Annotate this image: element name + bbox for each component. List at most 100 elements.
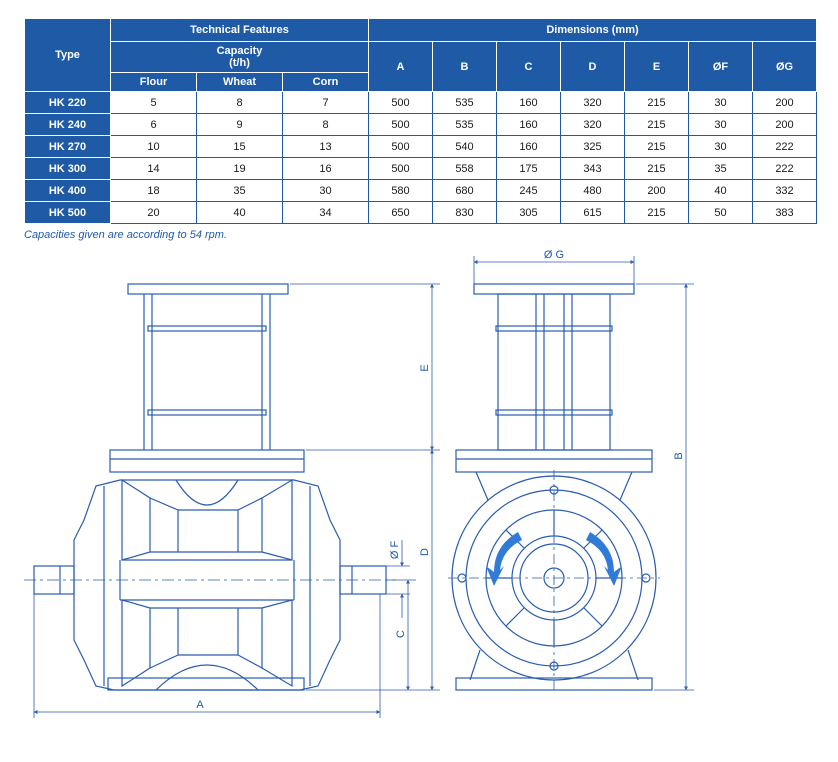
side-view xyxy=(448,283,660,691)
front-dimensions xyxy=(33,283,440,718)
dim-col-a: A xyxy=(368,41,433,92)
dim-label-g: Ø G xyxy=(544,249,564,261)
row-type-cell: HK 220 xyxy=(24,91,111,114)
capacity-col-corn: Corn xyxy=(282,72,369,92)
cell-g: 332 xyxy=(752,179,817,202)
cell-e: 215 xyxy=(624,157,689,180)
dim-col-c: C xyxy=(496,41,561,92)
dim-label-e: E xyxy=(419,364,431,371)
dim-col-b: B xyxy=(432,41,497,92)
cell-b: 558 xyxy=(432,157,497,180)
cell-corn: 8 xyxy=(282,113,369,136)
cell-e: 215 xyxy=(624,113,689,136)
cell-wheat: 9 xyxy=(196,113,283,136)
cell-c: 160 xyxy=(496,113,561,136)
cell-g: 222 xyxy=(752,157,817,180)
cell-e: 215 xyxy=(624,135,689,158)
cell-wheat: 40 xyxy=(196,201,283,224)
cell-a: 500 xyxy=(368,157,433,180)
cell-c: 160 xyxy=(496,91,561,114)
front-view xyxy=(24,283,396,691)
cell-g: 383 xyxy=(752,201,817,224)
cell-c: 160 xyxy=(496,135,561,158)
cell-e: 215 xyxy=(624,91,689,114)
cell-f: 30 xyxy=(688,113,753,136)
dimensions-header: Dimensions (mm) xyxy=(368,18,817,42)
row-type-cell: HK 270 xyxy=(24,135,111,158)
cell-wheat: 15 xyxy=(196,135,283,158)
cell-flour: 10 xyxy=(110,135,197,158)
dim-label-d: D xyxy=(419,548,431,556)
cell-c: 245 xyxy=(496,179,561,202)
dim-label-b: B xyxy=(673,452,685,459)
cell-b: 830 xyxy=(432,201,497,224)
dim-col-d: D xyxy=(560,41,625,92)
cell-d: 325 xyxy=(560,135,625,158)
cell-d: 320 xyxy=(560,91,625,114)
cell-corn: 13 xyxy=(282,135,369,158)
cell-corn: 30 xyxy=(282,179,369,202)
capacity-col-wheat: Wheat xyxy=(196,72,283,92)
cell-e: 215 xyxy=(624,201,689,224)
cell-a: 500 xyxy=(368,113,433,136)
cell-b: 680 xyxy=(432,179,497,202)
cell-wheat: 35 xyxy=(196,179,283,202)
capacity-col-flour: Flour xyxy=(110,72,197,92)
cell-b: 540 xyxy=(432,135,497,158)
cell-d: 615 xyxy=(560,201,625,224)
capacity-label: Capacity xyxy=(216,45,263,57)
cell-flour: 14 xyxy=(110,157,197,180)
cell-f: 35 xyxy=(688,157,753,180)
cell-flour: 6 xyxy=(110,113,197,136)
cell-g: 222 xyxy=(752,135,817,158)
cell-f: 40 xyxy=(688,179,753,202)
capacity-unit: (t/h) xyxy=(229,57,250,69)
specifications-table: Type Technical Features Dimensions (mm) … xyxy=(24,18,817,224)
cell-a: 580 xyxy=(368,179,433,202)
cell-flour: 18 xyxy=(110,179,197,202)
dim-col-f: ØF xyxy=(688,41,753,92)
cell-c: 305 xyxy=(496,201,561,224)
technical-features-header: Technical Features xyxy=(110,18,369,42)
dim-label-c: C xyxy=(395,630,407,638)
cell-corn: 7 xyxy=(282,91,369,114)
type-header: Type xyxy=(24,18,111,92)
row-type-cell: HK 400 xyxy=(24,179,111,202)
dim-label-f: Ø F xyxy=(389,541,401,560)
cell-corn: 16 xyxy=(282,157,369,180)
capacity-note: Capacities given are according to 54 rpm… xyxy=(24,229,227,241)
side-dimensions xyxy=(473,256,694,691)
technical-drawing: E D C Ø F A Ø G B xyxy=(24,249,694,718)
cell-f: 50 xyxy=(688,201,753,224)
capacity-header: Capacity(t/h) xyxy=(110,41,369,73)
row-type-cell: HK 500 xyxy=(24,201,111,224)
cell-d: 343 xyxy=(560,157,625,180)
cell-a: 500 xyxy=(368,91,433,114)
cell-f: 30 xyxy=(688,91,753,114)
cell-d: 480 xyxy=(560,179,625,202)
cell-flour: 20 xyxy=(110,201,197,224)
cell-wheat: 19 xyxy=(196,157,283,180)
cell-g: 200 xyxy=(752,113,817,136)
cell-flour: 5 xyxy=(110,91,197,114)
cell-g: 200 xyxy=(752,91,817,114)
row-type-cell: HK 240 xyxy=(24,113,111,136)
rotation-arrow-right-icon xyxy=(586,532,622,586)
row-type-cell: HK 300 xyxy=(24,157,111,180)
cell-c: 175 xyxy=(496,157,561,180)
dim-col-g: ØG xyxy=(752,41,817,92)
cell-b: 535 xyxy=(432,91,497,114)
cell-f: 30 xyxy=(688,135,753,158)
dim-label-a: A xyxy=(196,699,204,711)
cell-d: 320 xyxy=(560,113,625,136)
cell-b: 535 xyxy=(432,113,497,136)
cell-e: 200 xyxy=(624,179,689,202)
cell-a: 650 xyxy=(368,201,433,224)
